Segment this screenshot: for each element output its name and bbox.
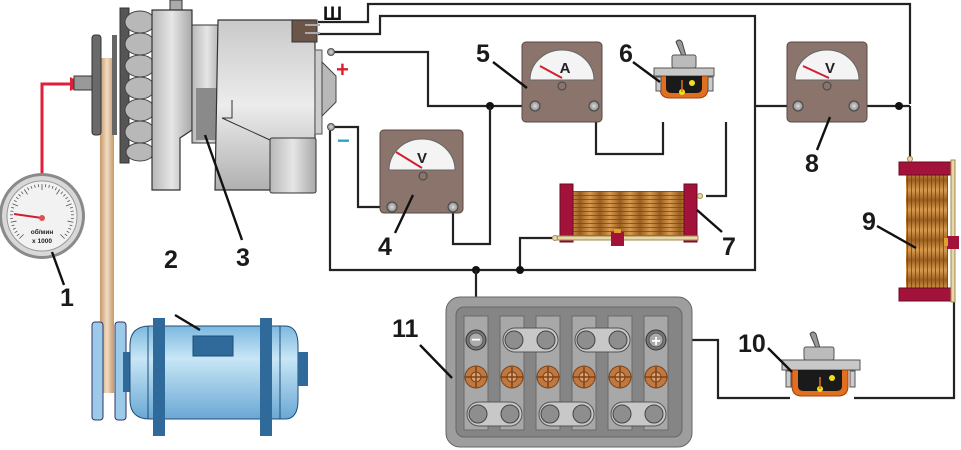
negative-terminal-label: − xyxy=(337,128,350,153)
tach-tick xyxy=(63,193,66,197)
tach-tick xyxy=(15,196,19,200)
drive-motor xyxy=(91,318,308,436)
tach-scale-label: x 1000 xyxy=(32,238,52,245)
junction-dot xyxy=(516,266,524,274)
ammeter-5: A xyxy=(521,41,603,123)
tach-tick xyxy=(67,220,74,223)
callout-9: 9 xyxy=(862,208,876,236)
positive-terminal-label: + xyxy=(336,57,349,82)
tach-tick xyxy=(11,224,15,227)
tach-tick xyxy=(64,233,68,237)
wire-field-top xyxy=(318,2,912,104)
wire-ammeter-switch6 xyxy=(594,106,665,156)
tach-tick xyxy=(11,206,15,209)
wire-rheostat7-bus xyxy=(518,236,552,270)
wire-voltmeter4 xyxy=(451,106,492,246)
tach-tick xyxy=(60,191,64,195)
tach-tick xyxy=(66,230,70,234)
ammeter-symbol: A xyxy=(560,60,571,77)
tach-unit-label: об/мин xyxy=(31,228,54,236)
tach-tick xyxy=(12,227,16,230)
voltmeter-symbol: V xyxy=(417,150,427,167)
wire-field-loop xyxy=(318,14,757,272)
callout-7: 7 xyxy=(722,233,736,261)
battery: − + xyxy=(445,296,693,448)
wire-rheostat9-switch10 xyxy=(854,298,956,400)
tach-tick xyxy=(54,187,57,191)
tach-tick xyxy=(27,187,30,191)
callout-numbers: 1 2 3 4 5 6 7 8 9 10 11 xyxy=(60,40,876,358)
field-terminal-label: Ш xyxy=(323,4,342,25)
tach-tick xyxy=(20,191,24,195)
tach-tick xyxy=(30,185,33,189)
voltmeter-4: V xyxy=(379,129,464,214)
tach-tick xyxy=(65,203,72,207)
toggle-switch-6[interactable] xyxy=(653,39,715,99)
voltmeter-8: V xyxy=(786,41,868,123)
callout-5: 5 xyxy=(476,40,490,68)
tachometer: об/мин x 1000 xyxy=(0,77,85,259)
tach-tick xyxy=(23,189,28,195)
tach-tick xyxy=(69,224,73,227)
callout-10: 10 xyxy=(738,330,766,358)
tach-tick xyxy=(67,200,71,203)
tach-tick xyxy=(34,184,36,188)
tach-tick xyxy=(65,196,69,200)
generator: Ш + − xyxy=(73,0,350,194)
voltmeter-symbol: V xyxy=(825,60,835,77)
callout-8: 8 xyxy=(805,150,819,178)
callout-2: 2 xyxy=(164,246,178,274)
wire-plus-ammeter xyxy=(330,50,530,108)
tach-tick xyxy=(56,189,61,195)
wire-minus-voltmeter4 xyxy=(330,125,392,209)
battery-plus-sign: + xyxy=(651,333,660,350)
tach-tick xyxy=(69,206,73,209)
tach-tick xyxy=(16,233,20,237)
leader-lines xyxy=(50,61,917,379)
wire-switch6-rheostat7 xyxy=(706,122,728,198)
tach-tick xyxy=(18,193,21,197)
toggle-switch-10[interactable] xyxy=(781,331,861,397)
tach-tick xyxy=(48,184,50,188)
callout-1: 1 xyxy=(60,284,74,312)
callout-6: 6 xyxy=(619,40,633,68)
tach-tick xyxy=(13,200,17,203)
rheostat-9 xyxy=(898,156,959,303)
drive-belt xyxy=(100,58,114,393)
callout-11: 11 xyxy=(392,315,419,343)
tach-tick xyxy=(51,185,54,189)
tach-tick xyxy=(12,203,19,207)
tach-tick xyxy=(10,220,17,223)
junction-dot xyxy=(895,102,903,110)
callout-4: 4 xyxy=(378,233,392,261)
rheostat-7 xyxy=(552,183,703,246)
tach-tick xyxy=(68,227,72,230)
battery-minus-sign: − xyxy=(471,332,480,349)
tach-tick xyxy=(60,234,65,239)
arrow-line xyxy=(40,82,72,175)
callout-3: 3 xyxy=(236,244,250,272)
tach-tick xyxy=(19,234,24,239)
tach-tick xyxy=(14,230,18,234)
